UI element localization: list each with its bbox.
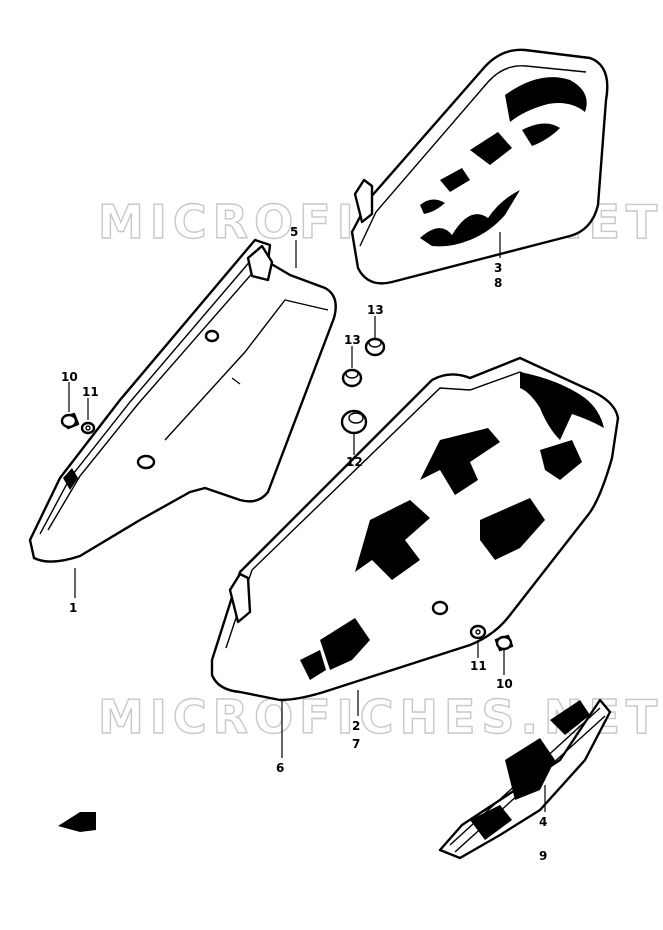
- callout-9: 9: [539, 849, 547, 863]
- callout-8: 8: [494, 276, 502, 290]
- grommet-13-lower: [341, 368, 363, 388]
- callout-3: 3: [494, 261, 502, 275]
- callout-12: 12: [346, 455, 363, 469]
- callout-1: 1: [69, 601, 77, 615]
- callout-13-upper: 13: [367, 303, 384, 317]
- screw-10-left: [60, 412, 80, 430]
- callout-5: 5: [290, 225, 298, 239]
- screw-10-right: [494, 634, 514, 652]
- right-frame-cover: [210, 356, 620, 702]
- grommet-12: [340, 409, 368, 435]
- callout-4: 4: [539, 815, 547, 829]
- callout-11-right: 11: [470, 659, 487, 673]
- front-arrow-icon: [58, 812, 96, 832]
- washer-11-left: [80, 421, 96, 435]
- callout-6: 6: [276, 761, 284, 775]
- grommet-13-upper: [364, 337, 386, 357]
- callout-13-lower: 13: [344, 333, 361, 347]
- callout-7: 7: [352, 737, 360, 751]
- washer-11-right: [469, 624, 487, 640]
- callout-11-left: 11: [82, 385, 99, 399]
- callout-10-right: 10: [496, 677, 513, 691]
- left-frame-cover: [28, 238, 337, 563]
- callout-10-left: 10: [61, 370, 78, 384]
- callout-2: 2: [352, 719, 360, 733]
- emblem: [438, 698, 612, 860]
- upper-side-cover: [350, 48, 609, 285]
